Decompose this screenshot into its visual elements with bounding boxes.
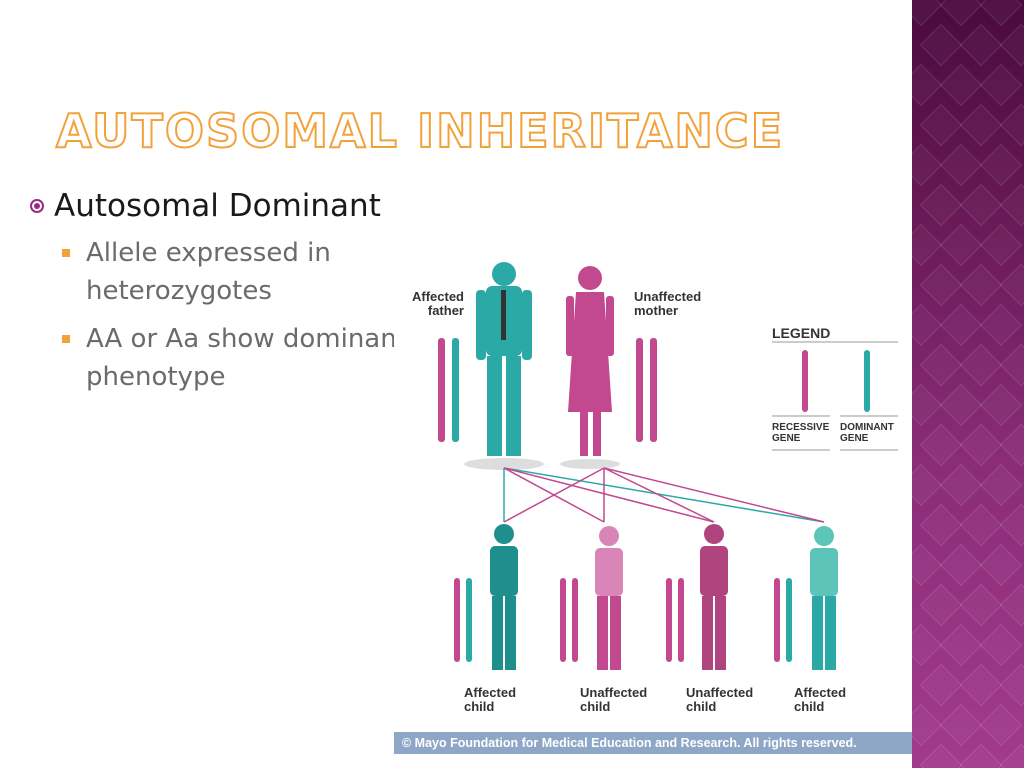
band-tile	[919, 583, 963, 627]
bullet-autosomal-dominant: Autosomal Dominant	[30, 188, 410, 224]
band-tile	[999, 743, 1024, 768]
band-tile	[912, 143, 943, 187]
band-tile	[919, 663, 963, 707]
band-tile	[939, 0, 983, 27]
band-tile	[959, 743, 1003, 768]
band-tile	[979, 543, 1023, 587]
band-tile	[999, 263, 1024, 307]
band-tile	[939, 223, 983, 267]
band-tile	[939, 143, 983, 187]
band-tile	[999, 23, 1024, 67]
band-tile	[959, 23, 1003, 67]
child-1-label: Affected child	[464, 685, 517, 714]
inheritance-diagram: Affected father Unaffected mother LEGEND…	[394, 252, 912, 760]
band-tile	[919, 103, 963, 147]
band-tile	[959, 423, 1003, 467]
band-tile	[919, 23, 963, 67]
band-tile	[999, 503, 1024, 547]
legend	[772, 341, 898, 451]
band-tile	[979, 223, 1023, 267]
mother-label: Unaffected mother	[634, 289, 702, 318]
band-tile	[999, 103, 1024, 147]
child-3-label: Unaffected child	[686, 685, 754, 714]
child-figure-1	[454, 524, 518, 670]
square-bullet-icon	[62, 335, 70, 343]
band-tile	[919, 263, 963, 307]
band-tile	[959, 103, 1003, 147]
mother-chromosomes	[636, 338, 657, 442]
inheritance-lines	[503, 467, 825, 523]
father-label: Affected father	[411, 289, 464, 318]
band-tile	[912, 543, 943, 587]
band-tile	[979, 303, 1023, 347]
father-chromosomes	[438, 338, 459, 442]
band-tile	[912, 0, 943, 27]
child-figure-4	[774, 526, 838, 670]
bullet-circle-icon	[30, 199, 44, 213]
band-tile	[912, 463, 943, 507]
band-tile	[999, 663, 1024, 707]
band-tile	[939, 63, 983, 107]
band-tile	[979, 703, 1023, 747]
band-tile	[919, 743, 963, 768]
band-tile	[959, 183, 1003, 227]
band-tile	[919, 343, 963, 387]
band-tile	[999, 183, 1024, 227]
band-tile	[999, 583, 1024, 627]
band-tile	[939, 623, 983, 667]
band-tile	[912, 383, 943, 427]
band-tile	[939, 383, 983, 427]
slide-title: Autosomal Inheritance	[55, 103, 785, 159]
band-tile	[919, 183, 963, 227]
band-tile	[912, 703, 943, 747]
band-tile	[919, 423, 963, 467]
band-tile	[979, 623, 1023, 667]
band-tile	[979, 383, 1023, 427]
band-tile	[939, 303, 983, 347]
legend-dominant-label: DOMINANT GENE	[840, 422, 894, 444]
copyright-bar: © Mayo Foundation for Medical Education …	[394, 732, 912, 754]
child-figure-3	[666, 524, 728, 670]
band-tile	[959, 663, 1003, 707]
mother-figure	[560, 266, 620, 469]
sub-bullet-text: AA or Aa show dominant phenotype	[86, 324, 407, 392]
band-tile	[912, 303, 943, 347]
band-tile	[939, 703, 983, 747]
band-tile	[999, 343, 1024, 387]
child-4-label: Affected child	[794, 685, 847, 714]
band-tile	[959, 503, 1003, 547]
band-tile	[979, 63, 1023, 107]
square-bullet-icon	[62, 249, 70, 257]
band-tile	[912, 223, 943, 267]
legend-recessive-label: RECESSIVE GENE	[772, 422, 830, 444]
sub-bullet-heterozygotes: Allele expressed in heterozygotes	[62, 234, 410, 310]
pedigree-illustration	[438, 262, 898, 670]
legend-title: LEGEND	[772, 325, 831, 341]
band-tile	[959, 583, 1003, 627]
band-tile	[959, 343, 1003, 387]
band-tile	[979, 463, 1023, 507]
band-tile	[912, 623, 943, 667]
sub-bullet-text: Allele expressed in heterozygotes	[86, 238, 331, 306]
child-2-label: Unaffected child	[580, 685, 648, 714]
band-tile	[959, 263, 1003, 307]
bullet-text: Autosomal Dominant	[54, 188, 381, 224]
band-tile	[912, 63, 943, 107]
bullet-list: Autosomal Dominant Allele expressed in h…	[30, 188, 410, 396]
child-figure-2	[560, 526, 623, 670]
band-tile	[979, 143, 1023, 187]
sub-bullet-phenotype: AA or Aa show dominant phenotype	[62, 320, 410, 396]
band-tile	[939, 463, 983, 507]
decorative-side-band	[912, 0, 1024, 768]
band-tile	[979, 0, 1023, 27]
band-tile	[999, 423, 1024, 467]
band-tile	[919, 503, 963, 547]
band-tile	[939, 543, 983, 587]
father-figure	[464, 262, 544, 470]
